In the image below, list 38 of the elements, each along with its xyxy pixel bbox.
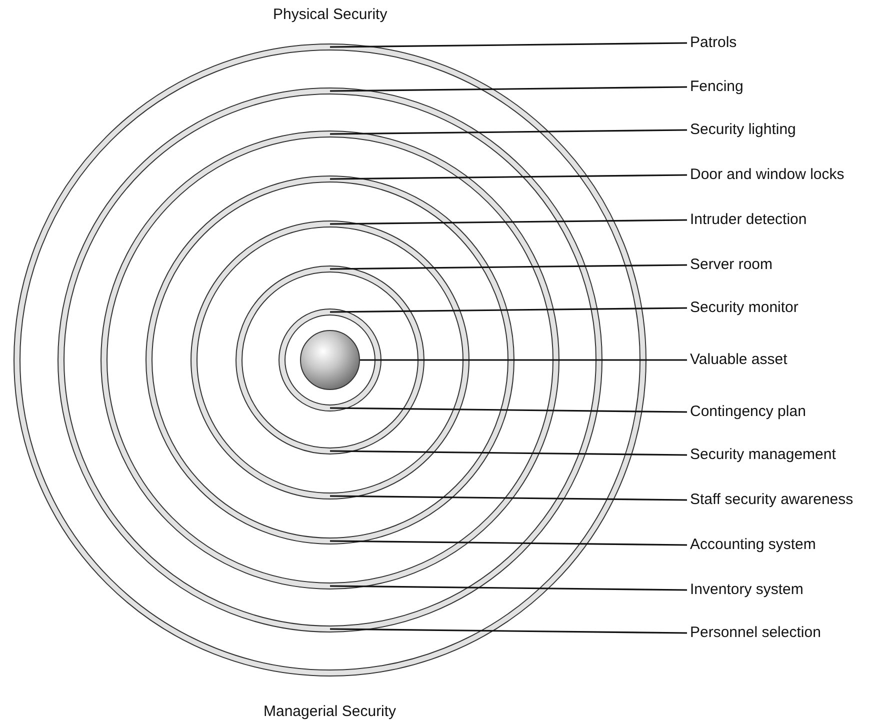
- leader-line: [330, 174, 687, 180]
- section-heading: Managerial Security: [264, 703, 396, 721]
- callout-label: Intruder detection: [690, 211, 807, 229]
- leader-line: [360, 359, 687, 361]
- callout-label: Fencing: [690, 78, 744, 96]
- ring: [190, 220, 470, 500]
- callout-label: Personnel selection: [690, 624, 821, 642]
- callout-label: Contingency plan: [690, 403, 806, 421]
- leader-line: [330, 585, 687, 591]
- ring: [235, 265, 425, 455]
- callout-label: Security monitor: [690, 299, 798, 317]
- ring: [145, 175, 515, 545]
- callout-label: Door and window locks: [690, 166, 844, 184]
- callout-label: Security management: [690, 446, 836, 464]
- callout-label: Patrols: [690, 34, 737, 52]
- callout-label: Valuable asset: [690, 351, 788, 369]
- callout-label: Inventory system: [690, 581, 804, 599]
- callout-label: Security lighting: [690, 121, 796, 139]
- leader-line: [330, 264, 687, 270]
- callout-label: Staff security awareness: [690, 491, 854, 509]
- ring: [13, 43, 647, 677]
- ring: [100, 130, 560, 590]
- leader-line: [330, 450, 687, 456]
- leader-line: [330, 219, 687, 225]
- leader-line: [330, 540, 687, 546]
- sphere: [300, 330, 360, 390]
- callout-label: Server room: [690, 256, 773, 274]
- leader-line: [330, 307, 687, 313]
- leader-line: [330, 86, 687, 92]
- leader-line: [330, 495, 687, 501]
- leader-line: [330, 129, 687, 135]
- ring: [57, 87, 603, 633]
- section-heading: Physical Security: [273, 6, 388, 24]
- leader-line: [330, 407, 687, 413]
- callout-label: Accounting system: [690, 536, 816, 554]
- leader-line: [330, 628, 687, 634]
- leader-line: [330, 42, 687, 48]
- ring: [278, 308, 382, 412]
